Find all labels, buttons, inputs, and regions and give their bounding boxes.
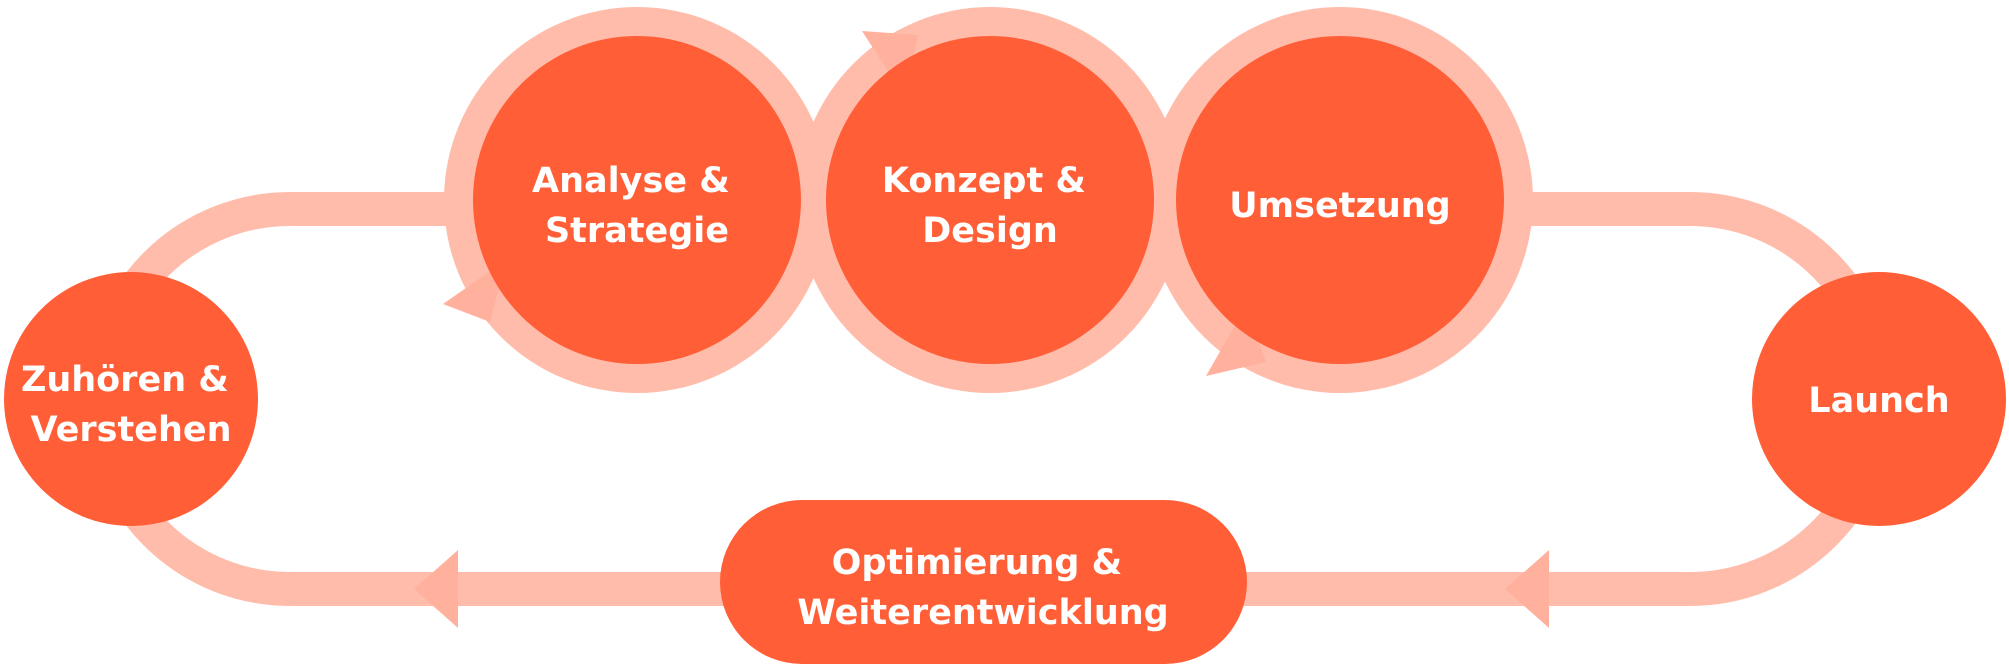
arrow-into-analyse-icon	[443, 260, 506, 322]
label-optimierung-line-2: Weiterentwicklung	[797, 593, 1168, 633]
node-optimierung	[720, 500, 1247, 664]
label-optimierung: Optimierung & Weiterentwicklung	[797, 543, 1168, 633]
label-umsetzung-line-1: Umsetzung	[1229, 186, 1450, 226]
node-umsetzung	[1176, 36, 1504, 364]
arrow-bottom-right-icon	[1505, 550, 1549, 628]
label-zuhoeren: Zuhören & Verstehen	[21, 360, 241, 450]
label-launch: Launch	[1808, 381, 1949, 421]
label-zuhoeren-line-1: Zuhören &	[21, 360, 229, 400]
arrow-bottom-left-icon	[414, 550, 458, 628]
label-analyse-line-1: Analyse &	[532, 161, 730, 201]
label-zuhoeren-line-2: Verstehen	[30, 410, 231, 450]
label-konzept-line-1: Konzept &	[882, 161, 1086, 201]
label-konzept-line-2: Design	[922, 211, 1058, 251]
node-launch	[1752, 272, 2006, 526]
node-zuhoeren	[4, 272, 258, 526]
label-analyse-line-2: Strategie	[545, 211, 729, 251]
label-umsetzung: Umsetzung	[1229, 186, 1450, 226]
label-konzept: Konzept & Design	[882, 161, 1098, 251]
label-optimierung-line-1: Optimierung &	[832, 543, 1123, 583]
node-konzept	[826, 36, 1154, 364]
node-analyse	[473, 36, 801, 364]
label-analyse: Analyse & Strategie	[532, 161, 742, 251]
label-launch-line-1: Launch	[1808, 381, 1949, 421]
